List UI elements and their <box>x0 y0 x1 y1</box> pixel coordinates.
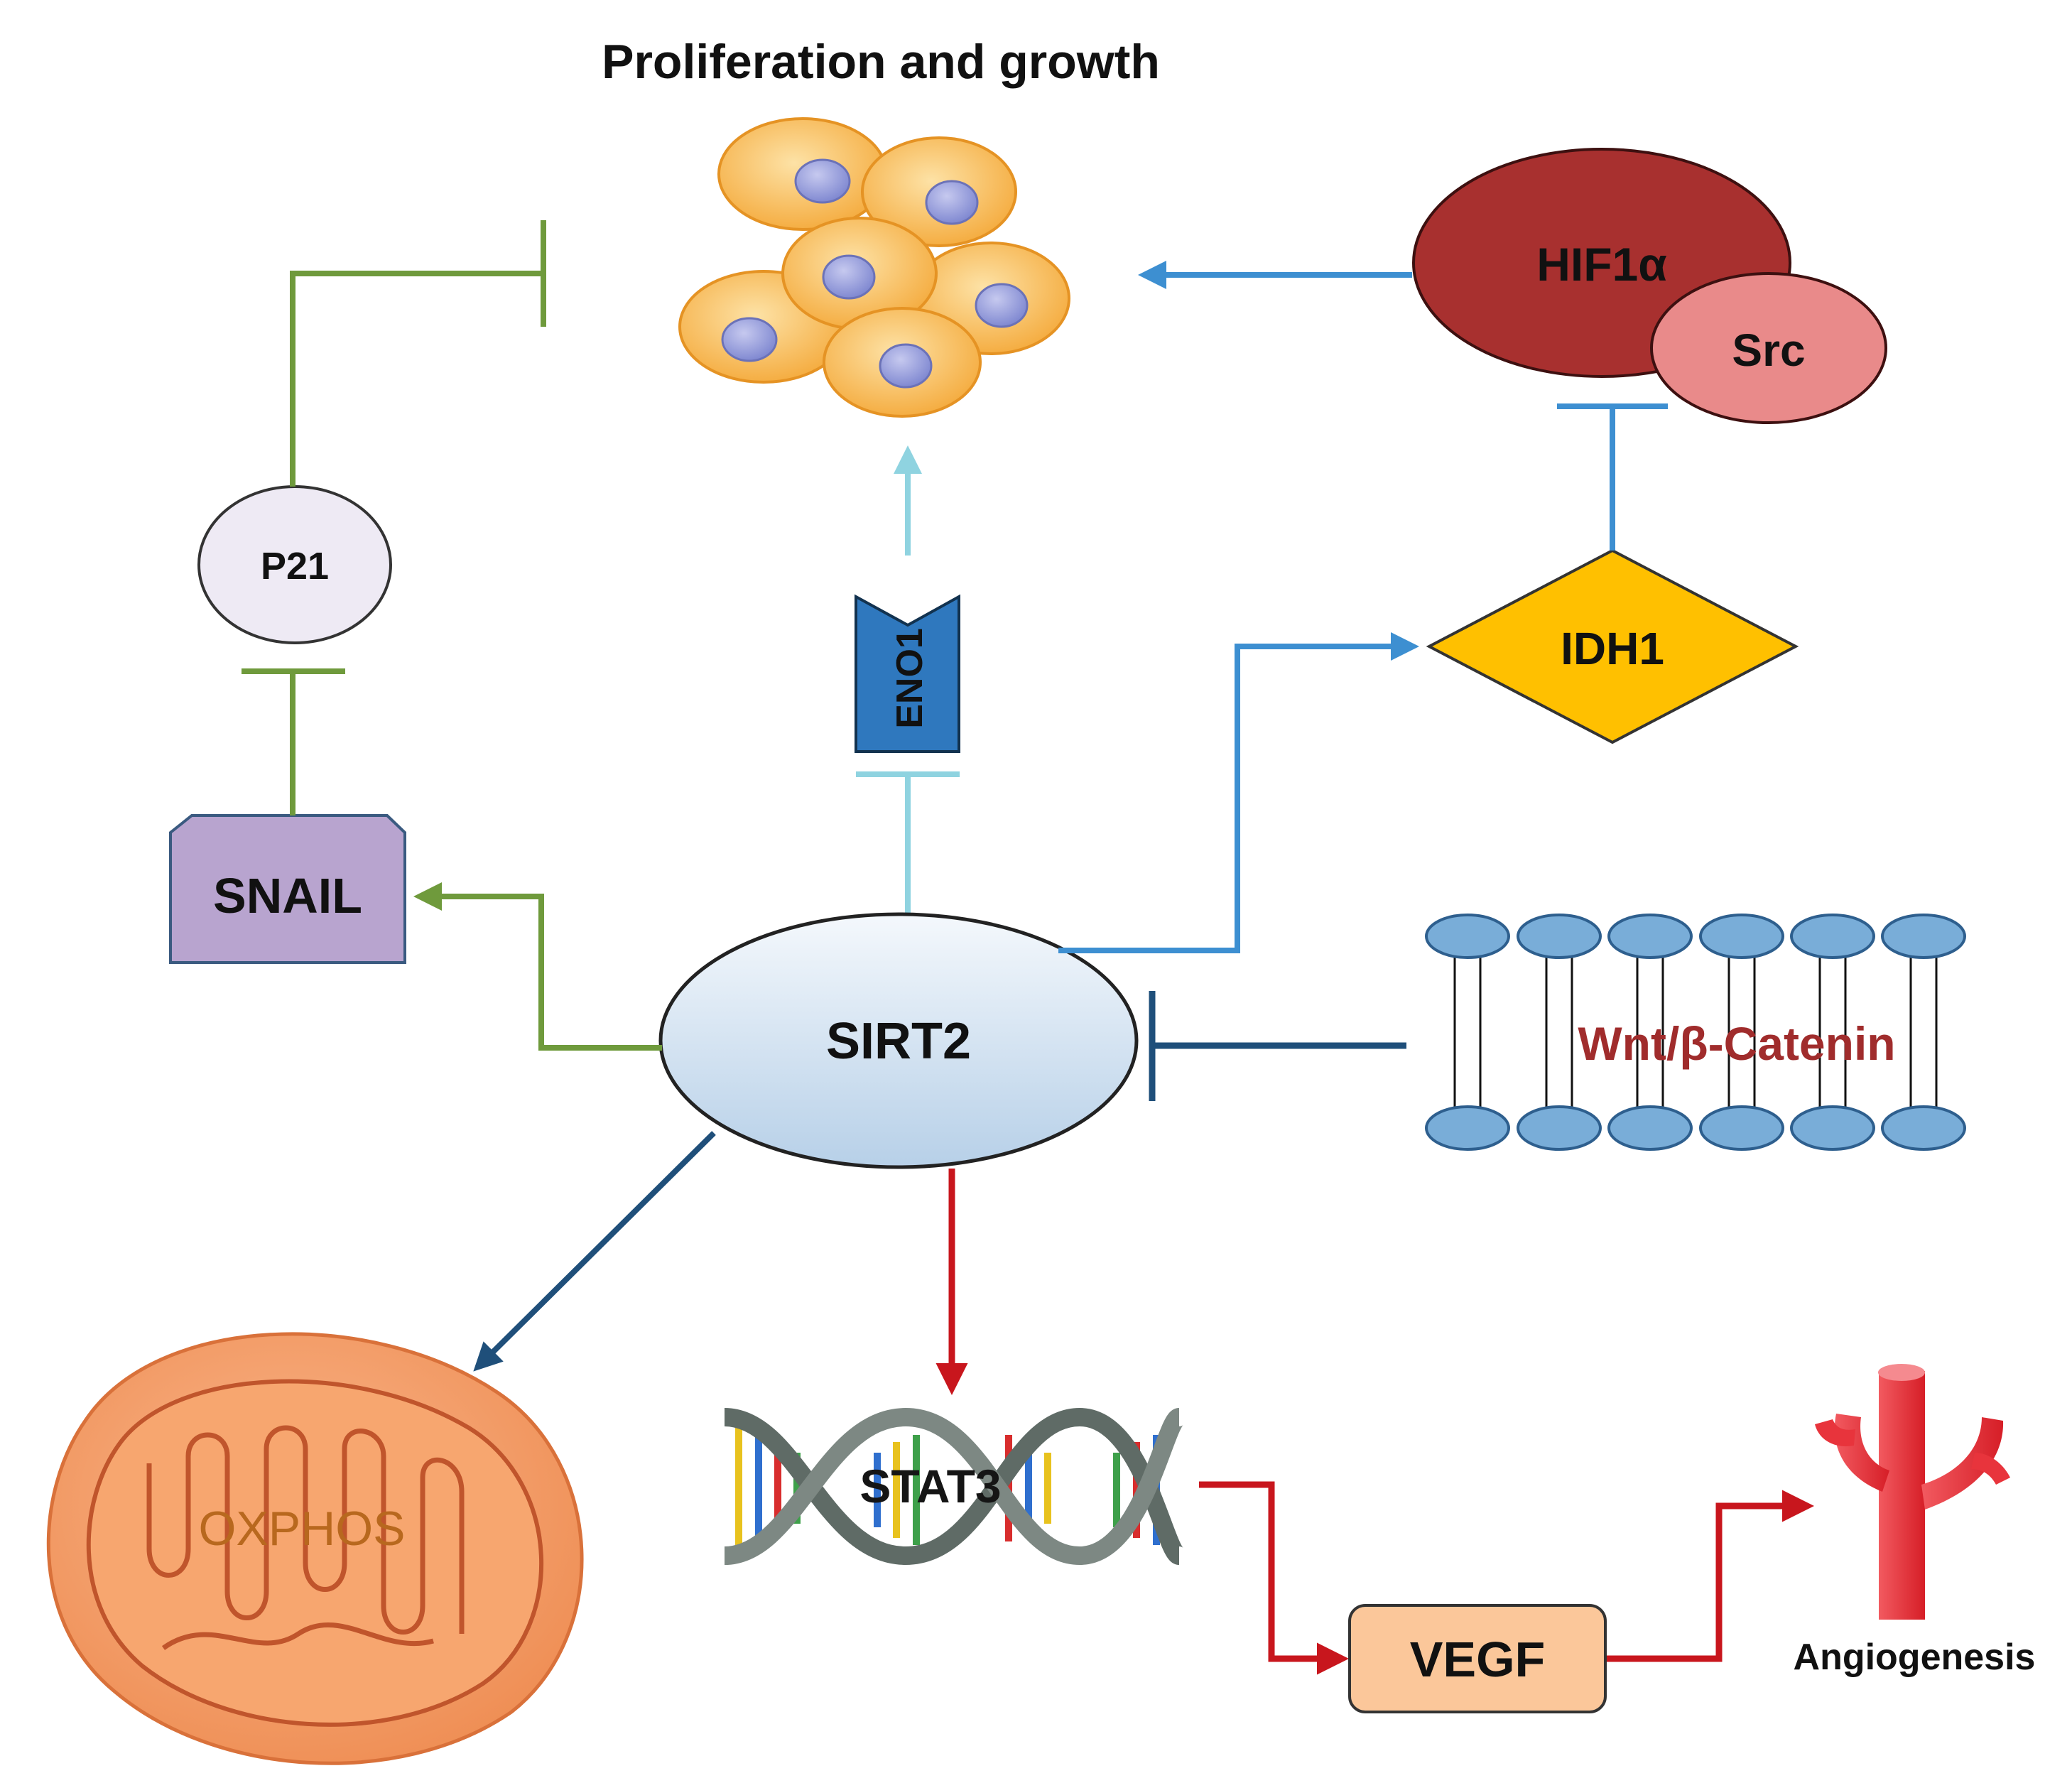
angiogenesis-label: Angiogenesis <box>1794 1637 2036 1678</box>
blood-vessel-icon <box>1815 1364 2010 1620</box>
sirt2-to-idh1-arrow <box>1058 632 1419 953</box>
oxphos-label: OXPHOS <box>199 1502 406 1556</box>
cell-membrane-icon: Wnt/β-Catenin <box>1425 914 1966 1151</box>
sirt2-node: SIRT2 <box>658 912 1139 1169</box>
diagram-title: Proliferation and growth <box>602 35 1160 89</box>
sirt2-label: SIRT2 <box>826 1013 971 1070</box>
wnt-label: Wnt/β-Catenin <box>1578 1017 1895 1070</box>
dna-helix-icon: STAT3 <box>724 1407 1185 1566</box>
idh1-node: IDH1 <box>1426 548 1799 744</box>
stat3-to-vegf-arrow <box>1199 1481 1349 1675</box>
src-node: Src <box>1650 272 1887 424</box>
snail-node: SNAIL <box>169 814 406 964</box>
mitochondrion-icon: OXPHOS <box>46 1332 584 1765</box>
snail-inhibits-p21 <box>242 668 345 815</box>
eno1-node: ENO1 <box>855 594 960 753</box>
snail-label: SNAIL <box>213 868 362 923</box>
membrane-heads <box>1425 914 1966 1151</box>
stat3-label: STAT3 <box>859 1460 1001 1512</box>
eno1-label: ENO1 <box>889 628 931 729</box>
sirt2-to-oxphos-arrow <box>473 1131 716 1372</box>
cell-cluster-icon <box>678 117 1070 418</box>
sirt2-to-snail-arrow <box>413 882 662 1051</box>
idh1-inhibits-hif1a <box>1557 403 1668 551</box>
p21-node: P21 <box>197 485 392 644</box>
hif1a-label: HIF1α <box>1536 238 1667 291</box>
p21-label: P21 <box>261 545 329 587</box>
idh1-label: IDH1 <box>1561 623 1664 674</box>
membrane-tails <box>1453 938 1938 1122</box>
vegf-node: VEGF <box>1348 1604 1607 1713</box>
wnt-inhibits-sirt2 <box>1149 991 1406 1101</box>
src-label: Src <box>1732 325 1805 376</box>
sirt2-inhibits-eno1 <box>856 771 960 916</box>
p21-inhibits-proliferation <box>290 220 546 487</box>
vegf-to-angiogenesis-arrow <box>1607 1490 1814 1662</box>
vegf-label: VEGF <box>1410 1632 1546 1687</box>
